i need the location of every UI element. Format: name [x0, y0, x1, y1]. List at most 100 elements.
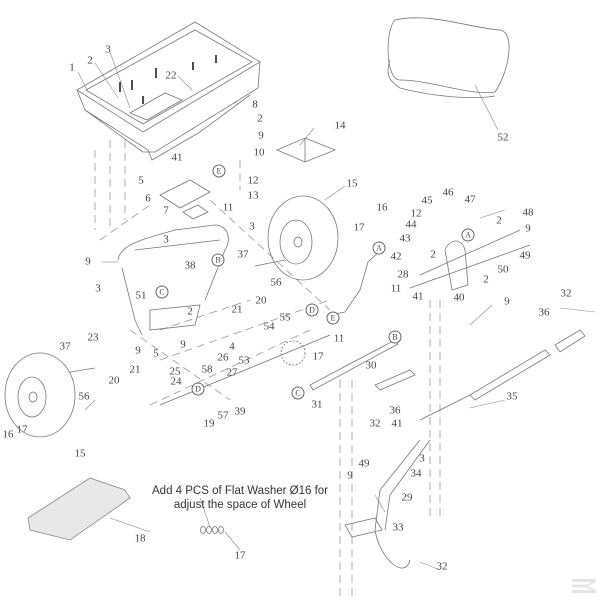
part-label-41: 41: [412, 290, 424, 303]
part-label-2: 2: [87, 54, 93, 67]
part-label-2: 2: [496, 214, 502, 227]
part-label-56: 56: [270, 276, 282, 289]
part-label-49: 49: [358, 457, 370, 470]
part-label-21: 21: [129, 363, 141, 376]
brand-logo-icon: [572, 579, 596, 593]
shutter-slide: [182, 204, 209, 220]
part-label-11: 11: [222, 201, 234, 214]
part-label-38: 38: [184, 259, 196, 272]
part-label-36: 36: [538, 306, 550, 319]
part-label-17: 17: [234, 549, 246, 562]
part-label-52: 52: [497, 131, 509, 144]
part-label-29: 29: [401, 491, 413, 504]
part-label-7: 7: [163, 204, 169, 217]
handle: [469, 349, 551, 401]
part-label-3: 3: [419, 452, 425, 465]
part-label-37: 37: [59, 340, 71, 353]
part-label-32: 32: [436, 560, 448, 573]
ref-marker-b-axle: B: [388, 330, 402, 344]
part-label-31: 31: [311, 398, 323, 411]
part-label-47: 47: [464, 193, 476, 206]
frame: [117, 224, 229, 301]
part-label-2: 2: [483, 273, 489, 286]
wheel-left: [4, 352, 76, 438]
ref-marker-b-frame: B: [211, 253, 225, 267]
part-label-15: 15: [346, 177, 358, 190]
part-label-41: 41: [391, 417, 403, 430]
part-label-9: 9: [525, 222, 531, 235]
hopper-screws: [119, 55, 217, 104]
part-label-51: 51: [135, 289, 147, 302]
part-label-46: 46: [442, 186, 454, 199]
part-label-16: 16: [2, 428, 14, 441]
ref-marker-a-upper: A: [461, 228, 475, 242]
part-label-32: 32: [560, 287, 572, 300]
part-label-40: 40: [453, 291, 465, 304]
part-label-28: 28: [397, 268, 409, 281]
part-label-9: 9: [347, 469, 353, 482]
part-label-17: 17: [16, 423, 28, 436]
part-label-9: 9: [135, 344, 141, 357]
part-label-12: 12: [410, 207, 422, 220]
spinner-plate: [275, 137, 337, 163]
axle-left: [69, 367, 96, 373]
part-label-36: 36: [389, 404, 401, 417]
part-label-57: 57: [217, 409, 229, 422]
part-label-11: 11: [390, 282, 402, 295]
assembly-note-line2: adjust the space of Wheel: [173, 499, 307, 511]
part-label-48: 48: [522, 206, 534, 219]
part-label-34: 34: [410, 467, 422, 480]
part-label-23: 23: [87, 331, 99, 344]
axle-right: [254, 259, 286, 267]
part-label-27: 27: [226, 366, 238, 379]
part-label-12: 12: [247, 174, 259, 187]
ref-marker-e-hopper: E: [212, 164, 226, 178]
part-label-20: 20: [108, 374, 120, 387]
flat-washers: [200, 526, 224, 534]
part-label-43: 43: [399, 232, 411, 245]
part-label-9: 9: [180, 338, 186, 351]
part-label-54: 54: [263, 320, 275, 333]
drive-rod: [159, 334, 331, 406]
part-label-24: 24: [170, 375, 182, 388]
part-label-10: 10: [253, 146, 265, 159]
ref-marker-c-frame: C: [155, 285, 169, 299]
part-label-49: 49: [519, 249, 531, 262]
bottom-mat: [27, 477, 131, 541]
shutter-plate: [159, 179, 211, 209]
part-label-21: 21: [231, 303, 243, 316]
part-label-17: 17: [353, 221, 365, 234]
part-label-6: 6: [145, 192, 151, 205]
part-label-11: 11: [333, 332, 345, 345]
part-label-42: 42: [390, 250, 402, 263]
part-label-3: 3: [105, 43, 111, 56]
lower-handle: [374, 439, 421, 569]
part-label-16: 16: [376, 201, 388, 214]
part-label-55: 55: [279, 311, 291, 324]
part-label-22: 22: [165, 69, 177, 82]
part-label-39: 39: [234, 405, 246, 418]
part-label-37: 37: [237, 248, 249, 261]
control-rod: [329, 245, 386, 316]
control-bracket: [444, 240, 469, 291]
part-label-17: 17: [312, 350, 324, 363]
wheel-right: [267, 195, 339, 281]
part-label-9: 9: [504, 295, 510, 308]
part-label-1: 1: [69, 61, 75, 74]
ref-marker-d-lower: D: [191, 382, 205, 396]
part-label-15: 15: [74, 447, 86, 460]
part-label-5: 5: [138, 174, 144, 187]
part-label-30: 30: [365, 359, 377, 372]
part-label-2: 2: [430, 248, 436, 261]
ref-marker-c-axle: C: [291, 386, 305, 400]
part-label-5: 5: [153, 347, 159, 360]
part-label-9: 9: [85, 255, 91, 268]
hopper-cover: [387, 17, 510, 94]
part-label-35: 35: [506, 390, 518, 403]
part-label-20: 20: [255, 294, 267, 307]
axle: [309, 339, 399, 391]
part-label-33: 33: [392, 521, 404, 534]
part-label-53: 53: [238, 354, 250, 367]
grip-tube-lower: [374, 369, 416, 391]
